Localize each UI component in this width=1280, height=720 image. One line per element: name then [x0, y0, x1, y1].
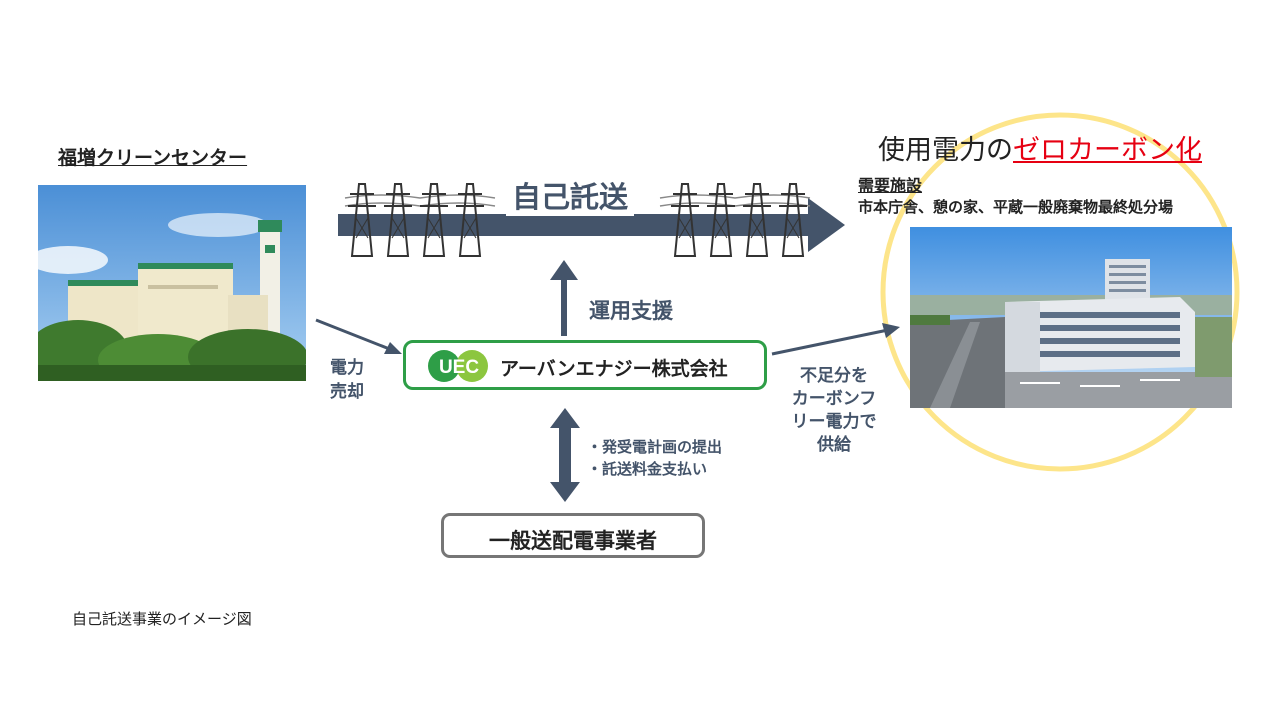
plant-title: 福増クリーンセンター — [58, 147, 248, 169]
transmission-label: 自己託送 — [506, 174, 635, 216]
duty-item: ・託送料金支払い — [587, 460, 708, 478]
support-label: 運用支援 — [589, 299, 673, 323]
sale-label-line: 売却 — [330, 382, 364, 402]
demand-heading: 需要施設 — [858, 176, 923, 195]
support-arrow — [550, 260, 578, 336]
company-name: アーバンエナジー株式会社 — [500, 358, 728, 380]
duty-item: ・発受電計画の提出 — [587, 438, 723, 456]
headline-highlight: ゼロカーボン化 — [1013, 135, 1202, 166]
city-hall-photo — [910, 227, 1232, 408]
supply-label: 不足分を カーボンフ リー電力で 供給 — [778, 365, 890, 457]
grid-operator-box: 一般送配電事業者 — [441, 513, 705, 558]
headline-prefix: 使用電力の — [878, 135, 1013, 166]
uec-logo: UEC — [428, 350, 488, 382]
plant-photo — [38, 185, 306, 381]
sale-arrow — [315, 318, 402, 354]
sale-label-line: 電力 — [330, 358, 364, 378]
supply-label-line: カーボンフ — [791, 389, 877, 409]
grid-double-arrow — [550, 408, 580, 502]
supply-label-line: 不足分を — [800, 366, 868, 386]
power-tower-icon — [344, 183, 496, 257]
supply-label-line: 供給 — [817, 435, 851, 455]
company-box: UEC アーバンエナジー株式会社 — [403, 340, 767, 390]
supply-label-line: リー電力で — [791, 412, 877, 432]
headline: 使用電力のゼロカーボン化 — [878, 128, 1202, 167]
svg-text:UEC: UEC — [439, 357, 479, 378]
grid-operator-name: 一般送配電事業者 — [489, 529, 657, 553]
figure-caption: 自己託送事業のイメージ図 — [72, 610, 252, 628]
grid-duties: ・発受電計画の提出 ・託送料金支払い — [587, 436, 722, 480]
demand-facilities: 市本庁舎、憩の家、平蔵一般廃棄物最終処分場 — [858, 198, 1174, 216]
power-tower-icon — [659, 183, 811, 257]
sale-label: 電力 売却 — [330, 356, 364, 404]
supply-arrow — [771, 323, 900, 356]
